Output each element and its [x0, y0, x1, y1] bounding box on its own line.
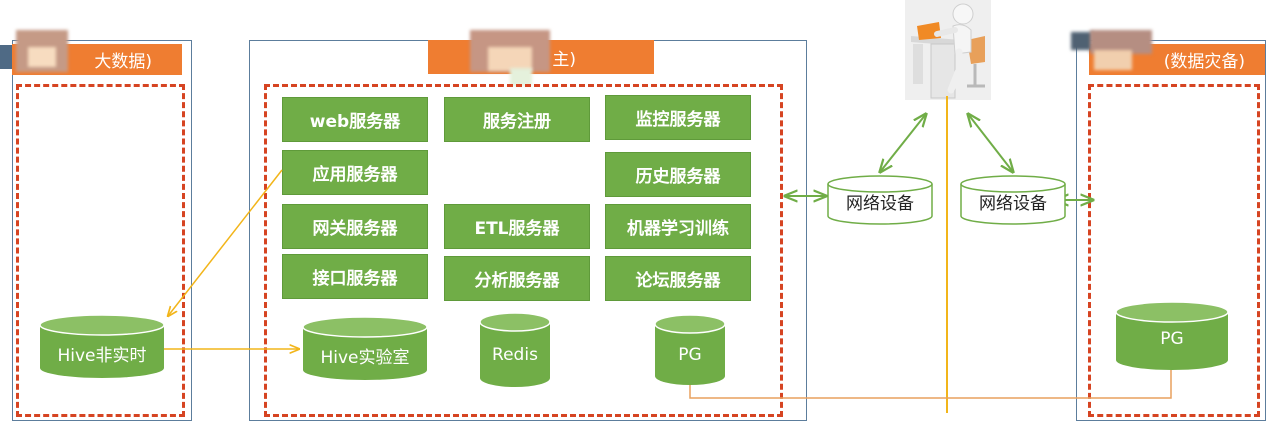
hive-nonrealtime-db: Hive非实时 — [40, 336, 164, 370]
server-app: 应用服务器 — [282, 150, 428, 195]
big-data-panel — [12, 40, 192, 421]
server-history: 历史服务器 — [605, 152, 751, 197]
dr-pg-label: PG — [1160, 329, 1184, 349]
disaster-recovery-dashed-zone — [1088, 84, 1260, 417]
server-analysis: 分析服务器 — [444, 256, 590, 301]
server-forum: 论坛服务器 — [605, 256, 751, 301]
big-data-dashed-zone — [16, 84, 185, 417]
main-panel-title: 主) — [552, 49, 576, 70]
netdev-right-to-user-arrow — [968, 114, 1013, 172]
pg-replication-arrow — [689, 356, 1171, 399]
redis-label: Redis — [492, 345, 538, 365]
server-ml: 机器学习训练 — [605, 204, 751, 249]
netdev-left-to-user-arrow — [880, 114, 926, 172]
dr-pg-cylinder — [1115, 301, 1229, 370]
redacted-patch — [1094, 50, 1132, 70]
pg-db: PG — [655, 338, 725, 372]
redacted-patch — [510, 68, 532, 86]
server-gateway: 网关服务器 — [282, 204, 428, 249]
network-device-left-cylinder — [827, 175, 933, 225]
app-to-hive-arrow — [168, 169, 283, 316]
redacted-patch — [488, 47, 532, 71]
server-etl: ETL服务器 — [444, 204, 590, 249]
hive-nonrealtime-label: Hive非实时 — [57, 345, 147, 366]
server-api: 接口服务器 — [282, 254, 428, 299]
hive-lab-cylinder — [302, 316, 428, 380]
redacted-patch — [28, 47, 56, 67]
dr-pg-db: PG — [1116, 322, 1228, 356]
network-device-left-label: 网络设备 — [846, 193, 914, 214]
hive-lab-label: Hive实验室 — [320, 347, 410, 368]
redis-db: Redis — [480, 338, 550, 372]
hive-lab-db: Hive实验室 — [303, 338, 427, 372]
network-device-right: 网络设备 — [961, 188, 1065, 214]
pg-cylinder — [654, 314, 726, 385]
server-register: 服务注册 — [444, 97, 590, 142]
hive-nonrealtime-cylinder — [39, 314, 165, 378]
user-at-computer-icon — [905, 0, 991, 100]
redis-cylinder — [479, 312, 551, 387]
server-monitor: 监控服务器 — [605, 95, 751, 140]
left-panel-corner-tab — [0, 45, 14, 69]
big-data-panel-title: 大数据) — [94, 52, 152, 72]
redacted-patch — [1071, 32, 1093, 50]
network-device-right-label: 网络设备 — [979, 193, 1047, 214]
server-web: web服务器 — [282, 97, 428, 142]
network-device-left: 网络设备 — [828, 188, 932, 214]
disaster-recovery-panel — [1076, 40, 1266, 421]
pg-label: PG — [678, 345, 702, 365]
disaster-recovery-title: (数据灾备) — [1163, 52, 1245, 72]
main-dashed-zone — [264, 84, 783, 417]
network-device-right-cylinder — [960, 175, 1066, 225]
